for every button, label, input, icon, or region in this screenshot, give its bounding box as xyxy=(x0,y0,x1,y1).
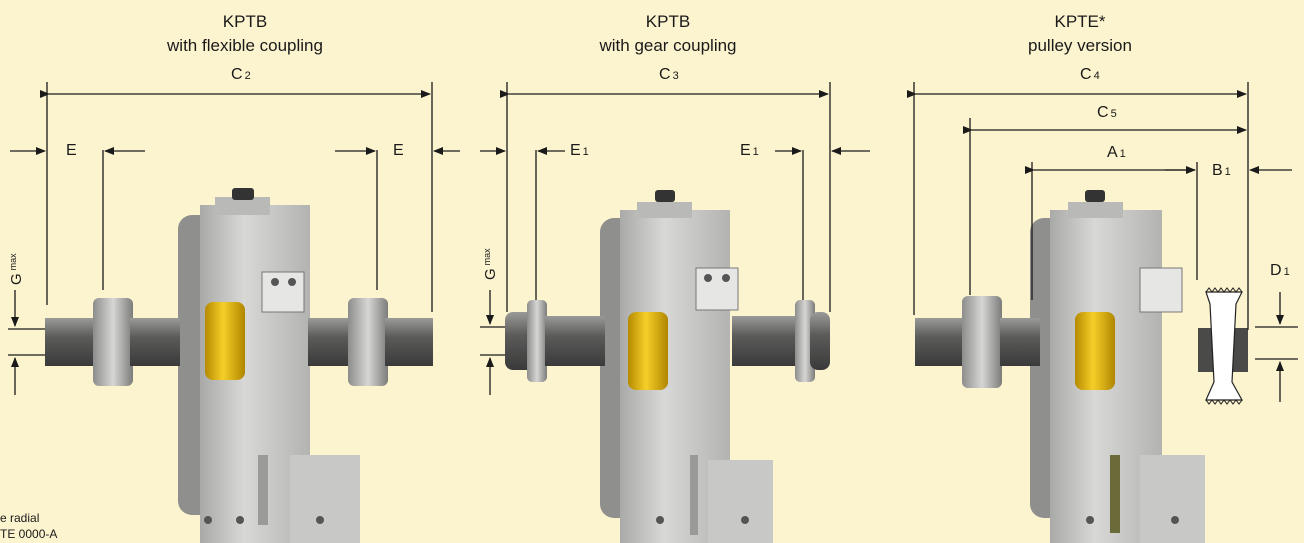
label-g-max-left: Gmax xyxy=(8,253,25,285)
valve-block xyxy=(1139,267,1183,313)
gearbox-flexible-coupling xyxy=(45,188,433,543)
gear-coupling-left xyxy=(527,300,547,382)
gearbox-pulley-version xyxy=(915,190,1248,543)
output-shaft xyxy=(385,318,433,366)
valve-block xyxy=(695,267,739,311)
footnote-line1: e radial xyxy=(0,511,40,525)
label-e-left: E xyxy=(66,142,77,159)
title-line1: KPTB xyxy=(645,12,691,31)
title-kpte-pulley: KPTE* pulley version xyxy=(950,10,1210,58)
flexible-coupling-left xyxy=(93,298,133,386)
oil-filter xyxy=(628,312,668,390)
oil-filter xyxy=(1075,312,1115,390)
title-line2: with gear coupling xyxy=(599,36,737,55)
input-shaft xyxy=(915,318,970,366)
dimension-lines xyxy=(8,82,1298,402)
title-line1: KPTB xyxy=(222,12,268,31)
footnote: e radial TE 0000-A xyxy=(0,510,57,542)
oil-filter xyxy=(205,302,245,380)
valve-block xyxy=(261,271,305,313)
footnote-line2: TE 0000-A xyxy=(0,527,58,541)
flexible-coupling xyxy=(962,296,1002,388)
pulley xyxy=(1205,287,1244,405)
title-kptb-flexible: KPTB with flexible coupling xyxy=(115,10,375,58)
gearbox-gear-coupling xyxy=(505,190,830,543)
label-g-max-middle: Gmax xyxy=(482,248,499,280)
title-line1: KPTE* xyxy=(1054,12,1106,31)
title-line2: with flexible coupling xyxy=(167,36,323,55)
label-e-right: E xyxy=(393,142,404,159)
title-line2: pulley version xyxy=(1028,36,1132,55)
flexible-coupling-right xyxy=(348,298,388,386)
output-shaft xyxy=(810,312,830,370)
title-kptb-gear: KPTB with gear coupling xyxy=(538,10,798,58)
